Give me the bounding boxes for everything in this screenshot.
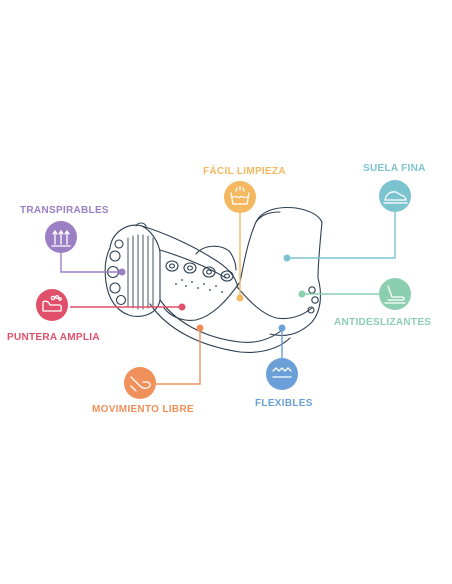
label-transpirables: TRANSPIRABLES bbox=[20, 205, 109, 216]
breathable-arrows-icon bbox=[45, 221, 77, 253]
connector-puntera-amplia bbox=[70, 303, 186, 311]
label-movimiento-libre: MOVIMIENTO LIBRE bbox=[92, 404, 194, 415]
label-suela-fina: SUELA FINA bbox=[363, 163, 426, 174]
connector-flexibles bbox=[278, 324, 286, 358]
label-facil-limpieza: FÁCIL LIMPIEZA bbox=[203, 166, 286, 177]
connector-movimiento-libre bbox=[156, 324, 204, 385]
shoe-illustration bbox=[104, 206, 323, 353]
non-slip-foot-icon bbox=[379, 278, 411, 310]
label-puntera-amplia: PUNTERA AMPLIA bbox=[7, 332, 100, 343]
foot-movement-icon bbox=[124, 367, 156, 399]
thin-sole-shoe-icon bbox=[379, 180, 411, 212]
connector-antideslizantes bbox=[298, 290, 379, 298]
connector-suela-fina bbox=[283, 212, 396, 262]
shoe-perforations bbox=[175, 279, 223, 293]
label-flexibles: FLEXIBLES bbox=[255, 398, 313, 409]
connector-facil-limpieza bbox=[236, 213, 244, 302]
washing-basin-icon bbox=[224, 181, 256, 213]
wide-toe-icon bbox=[36, 289, 68, 321]
flexible-wave-icon bbox=[266, 358, 298, 390]
label-antideslizantes: ANTIDESLIZANTES bbox=[334, 317, 432, 328]
connector-transpirables bbox=[60, 250, 126, 276]
